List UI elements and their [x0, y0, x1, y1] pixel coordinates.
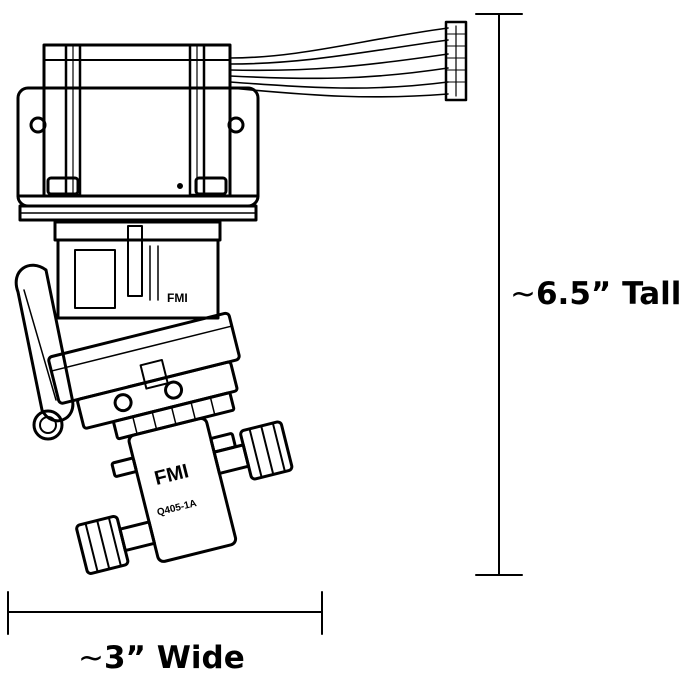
- swing-arm: [14, 263, 75, 441]
- wire-connector: [444, 20, 468, 102]
- height-label: ~6.5” Tall: [510, 276, 681, 312]
- pump-head: [47, 311, 241, 441]
- svg-text:FMI: FMI: [167, 291, 188, 305]
- height-value: 6.5” Tall: [535, 276, 681, 312]
- width-value: 3” Wide: [103, 640, 245, 676]
- width-label: ~3” Wide: [78, 640, 245, 676]
- drive-housing: FMI: [53, 220, 222, 320]
- height-dimension-line: [475, 13, 523, 576]
- width-tilde: ~: [78, 640, 104, 676]
- svg-text:Q405-1A: Q405-1A: [156, 498, 198, 518]
- width-dimension-line: [7, 591, 323, 635]
- motor-bracket: [16, 86, 260, 222]
- height-tilde: ~: [510, 276, 536, 312]
- motor-body: [42, 43, 232, 198]
- svg-text:FMI: FMI: [152, 460, 191, 490]
- wire-harness: [229, 27, 449, 98]
